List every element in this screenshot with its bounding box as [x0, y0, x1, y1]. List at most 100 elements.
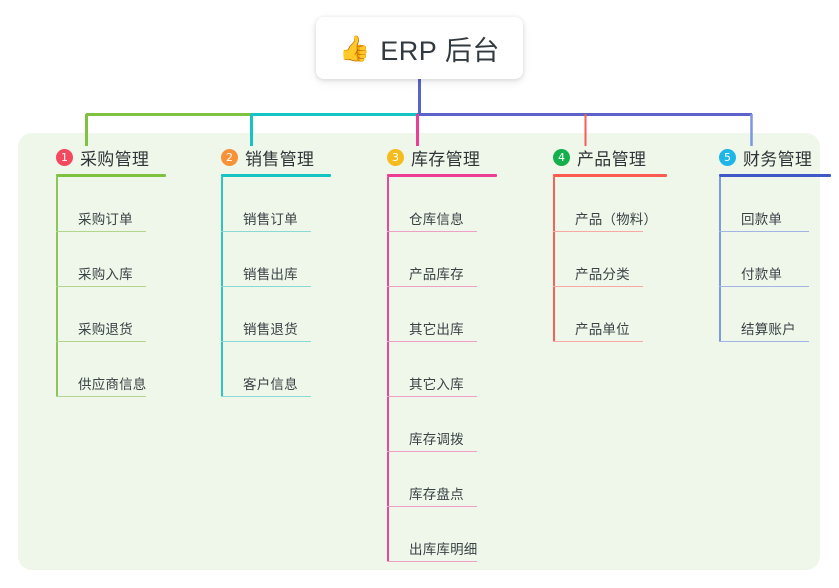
leaf-node[interactable]: 其它入库: [387, 342, 517, 397]
leaf-label: 采购退货: [78, 322, 133, 337]
leaf-label: 产品（物料）: [575, 212, 658, 227]
leaf-rule: [719, 230, 809, 232]
leaf-node[interactable]: 结算账户: [719, 287, 839, 342]
leaf-node[interactable]: 回款单: [719, 177, 839, 232]
leaf-list-3: 仓库信息产品库存其它出库其它入库库存调拨库存盘点出库库明细: [387, 177, 517, 562]
column-header-2[interactable]: 2 销售管理: [201, 146, 351, 169]
leaf-node[interactable]: 产品分类: [553, 232, 683, 287]
leaf-rule: [221, 230, 311, 232]
leaf-node[interactable]: 产品（物料）: [553, 177, 683, 232]
leaf-spine-3: [387, 177, 389, 562]
leaf-node[interactable]: 出库库明细: [387, 507, 517, 562]
leaf-rule: [387, 340, 477, 342]
leaf-node[interactable]: 采购退货: [56, 287, 186, 342]
leaf-node[interactable]: 采购入库: [56, 232, 186, 287]
leaf-node[interactable]: 付款单: [719, 232, 839, 287]
column-header-3[interactable]: 3 库存管理: [367, 146, 517, 169]
column-badge-2: 2: [221, 148, 238, 166]
leaf-rule: [719, 285, 809, 287]
leaf-label: 销售出库: [243, 267, 298, 282]
column-badge-1: 1: [56, 148, 73, 166]
leaf-rule: [387, 230, 477, 232]
column-rule-3: [387, 174, 497, 177]
column-4: 4 产品管理产品（物料） 产品分类产品单位: [533, 146, 683, 342]
thumbs-up-icon: 👍: [339, 34, 371, 63]
leaf-label: 采购入库: [78, 267, 133, 282]
leaf-rule: [387, 560, 477, 562]
column-header-4[interactable]: 4 产品管理: [533, 146, 683, 169]
leaf-node[interactable]: 产品单位: [553, 287, 683, 342]
leaf-node[interactable]: 产品库存: [387, 232, 517, 287]
leaf-node[interactable]: 其它出库: [387, 287, 517, 342]
leaf-label: 其它出库: [409, 322, 464, 337]
leaf-spine-4: [553, 177, 555, 342]
column-title-1: 采购管理: [80, 149, 150, 169]
column-5: 5 财务管理回款单付款单结算账户: [699, 146, 839, 342]
column-2: 2 销售管理销售订单销售出库销售退货客户信息: [201, 146, 351, 397]
leaf-label: 销售订单: [243, 212, 298, 227]
column-header-5[interactable]: 5 财务管理: [699, 146, 839, 169]
leaf-list-4: 产品（物料） 产品分类产品单位: [553, 177, 683, 342]
root-title: ERP 后台: [380, 35, 500, 66]
leaf-rule: [387, 450, 477, 452]
root-node[interactable]: 👍 ERP 后台: [316, 17, 523, 79]
leaf-label: 结算账户: [741, 322, 796, 337]
column-rule-2: [221, 174, 331, 177]
leaf-label: 采购订单: [78, 212, 133, 227]
leaf-rule: [387, 505, 477, 507]
leaf-rule: [56, 395, 146, 397]
leaf-node[interactable]: 供应商信息: [56, 342, 186, 397]
column-rule-1: [56, 174, 166, 177]
leaf-spine-2: [221, 177, 223, 397]
leaf-label: 付款单: [741, 267, 783, 282]
leaf-rule: [553, 230, 643, 232]
column-title-2: 销售管理: [245, 149, 315, 169]
leaf-label: 产品分类: [575, 267, 630, 282]
leaf-spine-1: [56, 177, 58, 397]
column-rule-5: [719, 174, 831, 177]
column-badge-5: 5: [719, 148, 736, 166]
column-title-3: 库存管理: [411, 149, 481, 169]
leaf-rule: [719, 340, 809, 342]
leaf-label: 仓库信息: [409, 212, 464, 227]
leaf-label: 回款单: [741, 212, 783, 227]
column-rule-4: [553, 174, 667, 177]
leaf-list-1: 采购订单采购入库采购退货供应商信息: [56, 177, 186, 397]
leaf-list-2: 销售订单销售出库销售退货客户信息: [221, 177, 351, 397]
column-badge-4: 4: [553, 148, 570, 166]
leaf-rule: [221, 285, 311, 287]
column-header-1[interactable]: 1 采购管理: [36, 146, 186, 169]
leaf-rule: [56, 230, 146, 232]
leaf-node[interactable]: 采购订单: [56, 177, 186, 232]
leaf-label: 库存盘点: [409, 487, 464, 502]
leaf-label: 出库库明细: [409, 542, 478, 557]
leaf-label: 产品库存: [409, 267, 464, 282]
leaf-node[interactable]: 销售退货: [221, 287, 351, 342]
column-title-4: 产品管理: [577, 149, 647, 169]
column-badge-3: 3: [387, 148, 404, 166]
leaf-label: 供应商信息: [78, 377, 147, 392]
leaf-spine-5: [719, 177, 721, 342]
diagram-panel: [18, 133, 820, 570]
leaf-label: 其它入库: [409, 377, 464, 392]
leaf-label: 库存调拨: [409, 432, 464, 447]
leaf-node[interactable]: 仓库信息: [387, 177, 517, 232]
leaf-list-5: 回款单付款单结算账户: [719, 177, 839, 342]
leaf-label: 销售退货: [243, 322, 298, 337]
leaf-rule: [553, 340, 643, 342]
leaf-rule: [56, 285, 146, 287]
leaf-node[interactable]: 销售订单: [221, 177, 351, 232]
leaf-rule: [387, 395, 477, 397]
leaf-label: 产品单位: [575, 322, 630, 337]
leaf-label: 客户信息: [243, 377, 298, 392]
column-1: 1 采购管理采购订单采购入库采购退货供应商信息: [36, 146, 186, 397]
leaf-node[interactable]: 库存调拨: [387, 397, 517, 452]
leaf-rule: [221, 395, 311, 397]
leaf-node[interactable]: 库存盘点: [387, 452, 517, 507]
leaf-node[interactable]: 客户信息: [221, 342, 351, 397]
leaf-node[interactable]: 销售出库: [221, 232, 351, 287]
column-title-5: 财务管理: [743, 149, 813, 169]
leaf-rule: [221, 340, 311, 342]
leaf-rule: [56, 340, 146, 342]
